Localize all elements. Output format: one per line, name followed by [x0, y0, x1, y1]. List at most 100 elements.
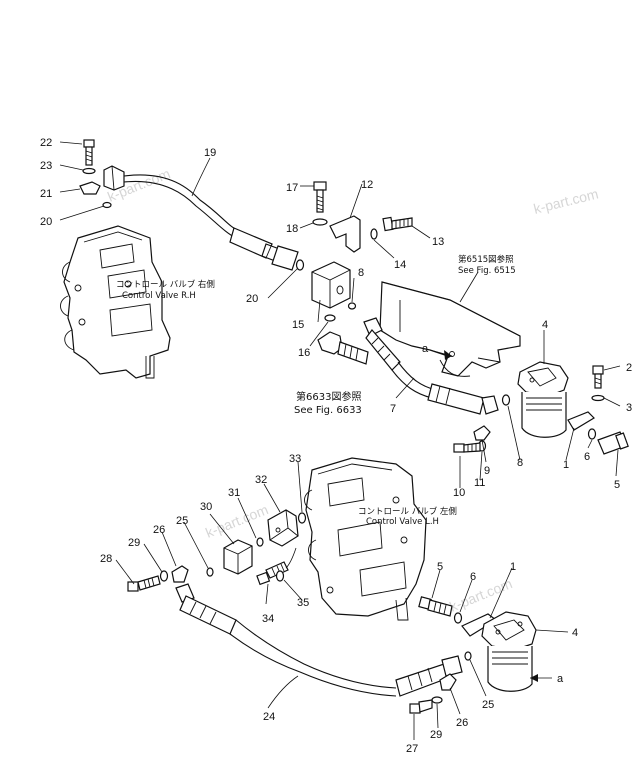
- tank-cover-fig6515: [379, 281, 521, 377]
- callout-4: 4: [572, 627, 578, 639]
- callout-20: 20: [40, 216, 52, 228]
- washer-35: [275, 570, 285, 582]
- bolt-5-upper: [597, 431, 629, 455]
- callout-15: 15: [292, 319, 304, 331]
- hose-19: [103, 165, 299, 271]
- bolt-10: [453, 442, 481, 453]
- callout-24: 24: [263, 711, 275, 723]
- callout-10: 10: [453, 487, 465, 499]
- callout-12: 12: [361, 179, 373, 191]
- fitting-fig6633: [317, 331, 369, 365]
- callout-9: 9: [484, 465, 490, 477]
- bracket-12: [329, 215, 361, 253]
- clamp-21: [79, 181, 101, 195]
- washer-14: [370, 228, 378, 240]
- caption-control-valve-lh-jp: コントロール バルブ 左側: [358, 506, 457, 517]
- callout-33: 33: [289, 453, 301, 465]
- bolt-22: [83, 139, 95, 166]
- block-30: [223, 539, 253, 575]
- callout-27: 27: [406, 743, 418, 755]
- callout-25: 25: [176, 515, 188, 527]
- washer-6-upper: [587, 428, 597, 440]
- callout-8: 8: [517, 457, 523, 469]
- caption-fig6633: See Fig. 6633: [294, 405, 362, 416]
- callout-14: 14: [394, 259, 406, 271]
- watermark: k-part.com: [532, 185, 600, 217]
- washer-6-lower: [453, 612, 463, 624]
- callout-numbers: 22 23 21 20 19 17 12 18 13 14 8 20 15 16…: [40, 137, 632, 755]
- bolt-2: [592, 365, 604, 389]
- callout-4: 4: [542, 319, 548, 331]
- callout-21: 21: [40, 188, 52, 200]
- callout-8: 8: [358, 267, 364, 279]
- callout-29: 29: [430, 729, 442, 741]
- hose-24: [175, 583, 463, 697]
- callout-1: 1: [510, 561, 516, 573]
- callout-5: 5: [614, 479, 620, 491]
- callout-a-upper: a: [422, 343, 429, 355]
- callout-35: 35: [297, 597, 309, 609]
- callout-13: 13: [432, 236, 444, 248]
- bracket-1-upper: [567, 411, 595, 431]
- callout-6: 6: [584, 451, 590, 463]
- control-valve-lh: [304, 457, 427, 621]
- oring-16: [324, 314, 336, 322]
- callout-11: 11: [474, 477, 485, 489]
- caption-fig6515: See Fig. 6515: [458, 266, 516, 276]
- block-15: [311, 261, 351, 309]
- captions: コントロール バルブ 右側 Control Valve R.H コントロール バ…: [116, 254, 516, 527]
- clamp-9: [473, 425, 491, 441]
- bolt-28: [127, 575, 161, 592]
- caption-control-valve-rh: Control Valve R.H: [122, 291, 196, 301]
- watermark: k-part.com: [447, 575, 514, 615]
- caption-control-valve-lh: Control Valve L.H: [366, 517, 439, 527]
- oring-8a: [347, 302, 357, 310]
- callout-7: 7: [390, 403, 396, 415]
- callout-28: 28: [100, 553, 112, 565]
- callout-30: 30: [200, 501, 212, 513]
- bolt-27: [409, 699, 433, 714]
- elbow-32: [267, 509, 299, 547]
- leader-lines: [59, 141, 621, 740]
- callout-6: 6: [470, 571, 476, 583]
- washer-29a: [159, 570, 169, 582]
- callout-26: 26: [456, 717, 468, 729]
- washer-18: [312, 218, 328, 226]
- oring-20b: [295, 259, 305, 271]
- filter-4-lower: [481, 611, 537, 692]
- callout-26: 26: [153, 524, 165, 536]
- bolt-17: [313, 181, 327, 213]
- callout-2: 2: [626, 362, 632, 374]
- callout-a-lower: a: [557, 673, 564, 685]
- callout-31: 31: [228, 487, 240, 499]
- control-valve-rh: [60, 225, 171, 379]
- callout-3: 3: [626, 402, 632, 414]
- washer-3: [591, 394, 605, 402]
- callout-16: 16: [298, 347, 310, 359]
- washer-23: [82, 167, 96, 175]
- bolt-13: [382, 216, 413, 232]
- hose-7: [363, 317, 499, 415]
- oring-31: [256, 537, 264, 547]
- caption-control-valve-rh-jp: コントロール バルブ 右側: [116, 279, 215, 290]
- oring-25b: [464, 651, 472, 661]
- callout-32: 32: [255, 474, 267, 486]
- callout-34: 34: [262, 613, 274, 625]
- bolt-5-lower: [418, 596, 453, 617]
- callout-25: 25: [482, 699, 494, 711]
- oring-20a: [102, 201, 112, 209]
- oring-8b: [501, 394, 511, 406]
- filter-4-upper: [517, 361, 569, 438]
- callout-20: 20: [246, 293, 258, 305]
- caption-fig6633-jp: 第6633図参照: [296, 390, 361, 403]
- bolt-34: [256, 561, 289, 586]
- washer-29b: [431, 696, 443, 704]
- callout-23: 23: [40, 160, 52, 172]
- callout-17: 17: [286, 182, 298, 194]
- callout-1: 1: [563, 459, 569, 471]
- oring-33: [297, 512, 307, 524]
- callout-5: 5: [437, 561, 443, 573]
- callout-22: 22: [40, 137, 52, 149]
